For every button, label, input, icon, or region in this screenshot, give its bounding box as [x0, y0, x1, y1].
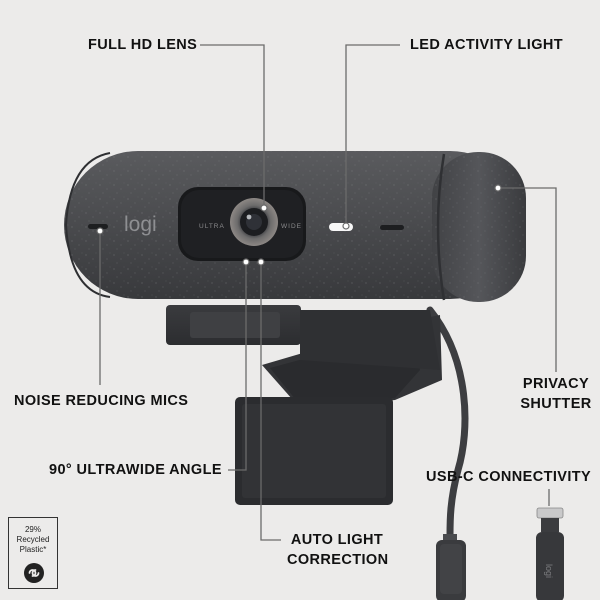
- leader-dots: [96, 184, 502, 266]
- leader-ultrawide-angle: [228, 262, 247, 471]
- label-usb-c-connectivity: USB-C CONNECTIVITY: [426, 469, 592, 485]
- label-auto-light-correction: AUTO LIGHT CORRECTION: [287, 530, 389, 570]
- label-led-activity-light: LED ACTIVITY LIGHT: [410, 37, 564, 53]
- badge-percent: 29%: [24, 525, 41, 534]
- leader-full-hd-lens: [200, 44, 265, 208]
- recycled-plastic-badge: 29% Recycled Plastic*: [8, 517, 58, 589]
- privacy-shutter: [432, 152, 526, 302]
- label-privacy-shutter: PRIVACY SHUTTER: [506, 374, 600, 414]
- label-auto-light-line1: AUTO LIGHT: [290, 532, 384, 548]
- label-ultrawide-angle: 90° ULTRAWIDE ANGLE: [49, 462, 222, 478]
- badge-recycled: Recycled: [16, 535, 50, 544]
- usb-c-connector: [436, 507, 564, 600]
- mic-left: [88, 224, 108, 229]
- leader-auto-light: [260, 262, 281, 541]
- lens-ultra-label: ULTRA: [199, 223, 225, 230]
- label-auto-light-line2: CORRECTION: [287, 552, 389, 568]
- usb-cable: [426, 306, 469, 540]
- leader-privacy-shutter: [498, 187, 557, 372]
- leader-led-activity-light: [345, 44, 400, 222]
- label-full-hd-lens: FULL HD LENS: [88, 37, 198, 53]
- mic-right: [380, 225, 404, 230]
- leader-lines: [99, 44, 557, 541]
- logi-logo: logi: [124, 213, 157, 236]
- connector-logo: logi: [544, 564, 554, 578]
- mount-clip: [166, 305, 442, 505]
- label-noise-reducing-mics: NOISE REDUCING MICS: [14, 393, 189, 409]
- camera-lens: [230, 198, 278, 246]
- label-privacy-line1: PRIVACY: [522, 376, 590, 392]
- lens-wide-label: WIDE: [281, 223, 302, 230]
- label-privacy-line2: SHUTTER: [520, 396, 592, 412]
- badge-plastic: Plastic*: [19, 545, 47, 554]
- recycle-loop-icon: [24, 563, 44, 583]
